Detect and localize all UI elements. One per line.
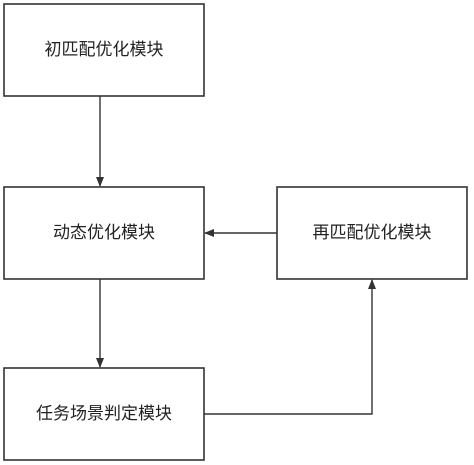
dynamic-optimization-box <box>3 186 205 280</box>
task-scene-label: 任务场景判定模块 <box>36 404 172 424</box>
task-scene-node: 任务场景判定模块 <box>3 367 205 461</box>
rematching-box <box>276 186 468 280</box>
rematching-label: 再匹配优化模块 <box>313 223 432 243</box>
initial-matching-node: 初匹配优化模块 <box>3 3 205 97</box>
rematching-node: 再匹配优化模块 <box>276 186 468 280</box>
arrow-task-scene-to-rematching <box>204 279 376 415</box>
dynamic-optimization-node: 动态优化模块 <box>3 186 205 280</box>
initial-matching-box <box>3 3 205 97</box>
task-scene-box <box>3 367 205 461</box>
dynamic-optimization-label: 动态优化模块 <box>53 223 155 243</box>
initial-matching-label: 初匹配优化模块 <box>45 40 164 60</box>
